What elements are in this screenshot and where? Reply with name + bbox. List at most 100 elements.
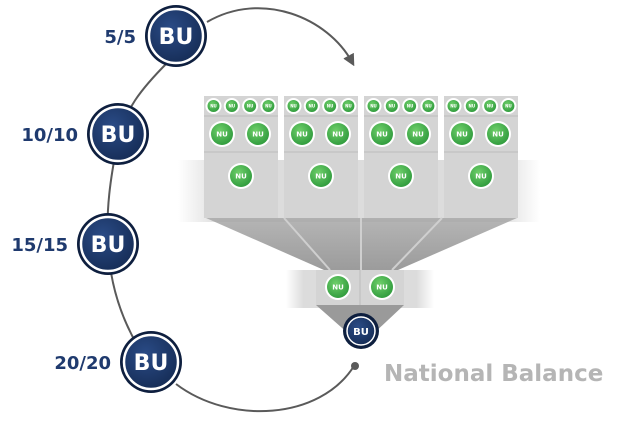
nu-label: NU — [505, 103, 512, 108]
apex-bu-circle — [346, 316, 376, 346]
nu-node-small: NU — [223, 98, 240, 114]
nu-node-small: NU — [402, 98, 419, 114]
funnel-divider — [391, 217, 443, 271]
nu-label: NU — [456, 130, 468, 138]
column: NU NU NU NU NU NU NU — [204, 96, 278, 218]
column-panel — [364, 96, 438, 218]
nu-node-middle: NU — [325, 274, 351, 300]
nu-label: NU — [450, 103, 457, 108]
nu-circle — [225, 100, 238, 112]
nu-label: NU — [425, 103, 432, 108]
nu-node-small: NU — [383, 98, 400, 114]
nu-label: NU — [345, 103, 352, 108]
nu-node-small: NU — [242, 98, 259, 114]
nu-node-small: NU — [482, 98, 499, 114]
nu-label: NU — [407, 103, 414, 108]
bu-circle — [122, 333, 180, 391]
nu-label: NU — [308, 103, 315, 108]
nu-circle — [385, 100, 398, 112]
bu-circle — [79, 215, 137, 273]
middle-block: NU NU — [316, 270, 404, 305]
nu-circle — [211, 123, 233, 145]
nu-circle — [407, 123, 429, 145]
nu-node-medium: NU — [369, 121, 395, 147]
nu-circle — [470, 165, 492, 187]
nu-circle — [367, 100, 380, 112]
nu-circle — [451, 123, 473, 145]
nu-label: NU — [216, 130, 228, 138]
nu-node-small: NU — [303, 98, 320, 114]
nu-node-small: NU — [322, 98, 339, 114]
left-cycle-arc — [106, 61, 169, 366]
nu-label: NU — [290, 103, 297, 108]
bu-label: BU — [134, 351, 169, 376]
nu-node-medium: NU — [449, 121, 475, 147]
nu-node-medium: NU — [289, 121, 315, 147]
nu-circle — [310, 165, 332, 187]
bu-label: BU — [91, 233, 126, 258]
nu-label: NU — [395, 172, 407, 180]
nu-node-medium: NU — [245, 121, 271, 147]
nu-label: NU — [327, 103, 334, 108]
nu-circle — [324, 100, 337, 112]
nu-node-medium: NU — [209, 121, 235, 147]
nu-label: NU — [492, 130, 504, 138]
bu-label: BU — [101, 123, 136, 148]
nu-node-small: NU — [205, 98, 222, 114]
nu-node-large: NU — [388, 163, 414, 189]
bu-label: BU — [159, 25, 194, 50]
nu-circle — [371, 276, 393, 298]
nu-circle — [287, 100, 300, 112]
nu-circle — [262, 100, 275, 112]
ratio-label: 15/15 — [11, 235, 68, 256]
nu-label: NU — [332, 283, 344, 291]
cycle-step: BU 20/20 — [54, 331, 182, 393]
nu-circle — [404, 100, 417, 112]
nu-circle — [422, 100, 435, 112]
cycle-arc — [106, 7, 359, 413]
nu-node-large: NU — [468, 163, 494, 189]
column: NU NU NU NU NU NU NU — [444, 96, 518, 218]
nu-circle — [390, 165, 412, 187]
nu-label: NU — [315, 172, 327, 180]
cycle-step: BU5/5 — [104, 5, 207, 67]
nu-label: NU — [228, 103, 235, 108]
nu-label: NU — [376, 130, 388, 138]
national-balance-title: National Balance — [384, 361, 603, 387]
nu-circle — [244, 100, 257, 112]
nu-label: NU — [468, 103, 475, 108]
nu-circle — [371, 123, 393, 145]
bu-circle — [147, 7, 205, 65]
ratio-label: 20/20 — [54, 353, 111, 374]
bu-circle — [89, 105, 147, 163]
top-columns: NU NU NU NU NU NU NU NU NU NU NU NU NU NU NU NU NU NU NU NU… — [204, 96, 518, 218]
nu-node-small: NU — [260, 98, 277, 114]
nu-node-small: NU — [420, 98, 437, 114]
nu-circle — [327, 276, 349, 298]
nu-circle — [487, 123, 509, 145]
top-arrow-arc — [206, 7, 355, 67]
column-panel — [284, 96, 358, 218]
nu-label: NU — [376, 283, 388, 291]
nu-label: NU — [475, 172, 487, 180]
nu-label: NU — [412, 130, 424, 138]
nu-circle — [327, 123, 349, 145]
apex-bu: BU — [343, 313, 379, 349]
nu-node-medium: NU — [485, 121, 511, 147]
nu-node-middle: NU — [369, 274, 395, 300]
cycle-step: BU 15/15 — [11, 213, 139, 275]
nu-circle — [247, 123, 269, 145]
nu-node-large: NU — [308, 163, 334, 189]
nu-node-small: NU — [365, 98, 382, 114]
nu-node-small: NU — [463, 98, 480, 114]
nu-label: NU — [296, 130, 308, 138]
nu-node-medium: NU — [325, 121, 351, 147]
nu-label: NU — [235, 172, 247, 180]
nu-circle — [465, 100, 478, 112]
nu-label: NU — [252, 130, 264, 138]
nu-label: NU — [265, 103, 272, 108]
